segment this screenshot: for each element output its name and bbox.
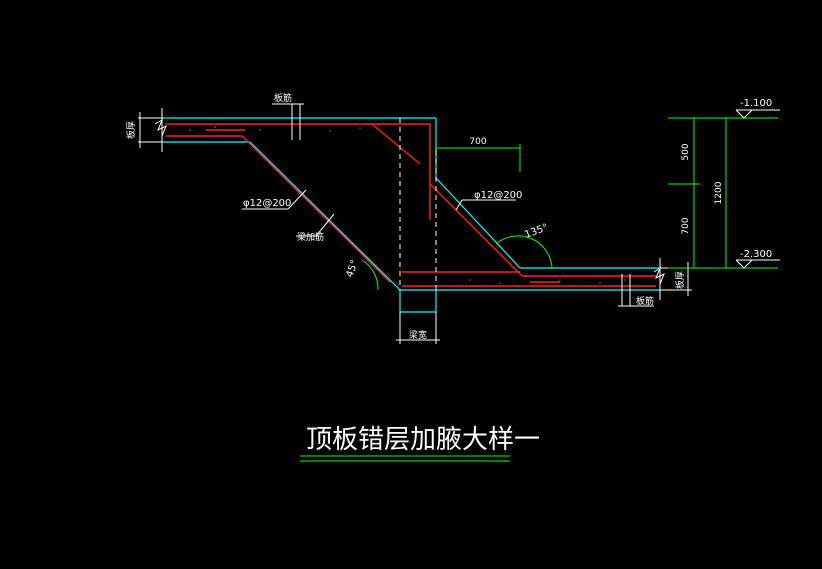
label-top-bar: 板筋	[274, 92, 292, 104]
dim-lower: 700	[681, 217, 691, 234]
elevation-bottom: -2.300	[740, 249, 772, 260]
angle-arcs	[361, 235, 553, 291]
label-top-slab: 板厚	[125, 121, 137, 139]
label-angle-left: 45°	[344, 259, 360, 279]
dimension-lines	[300, 117, 778, 462]
elevation-markers	[735, 109, 780, 269]
label-bottom-slab: 板厚	[674, 271, 686, 289]
label-rebar-right: φ12@200	[474, 190, 522, 201]
concrete-hatch	[189, 126, 626, 284]
concrete-outline	[162, 117, 660, 313]
dim-total: 1200	[714, 181, 724, 204]
label-bottom-bar: 板筋	[636, 295, 654, 307]
annotation-leaders	[138, 103, 692, 344]
beam-dashed-lines	[399, 118, 437, 290]
label-haunch-bar: 梁加筋	[297, 231, 324, 243]
dim-upper: 500	[681, 143, 691, 160]
break-line-left	[154, 108, 167, 152]
rebar-lines	[166, 123, 656, 287]
break-line-right	[653, 258, 665, 300]
label-rebar-left: φ12@200	[243, 198, 291, 209]
drawing-title: 顶板错层加腋大样一	[306, 425, 540, 455]
label-angle-right: 135°	[523, 222, 549, 241]
label-dim-700-top: 700	[469, 137, 486, 147]
elevation-top: -1.100	[740, 98, 772, 109]
label-beam-width: 梁宽	[409, 329, 427, 341]
